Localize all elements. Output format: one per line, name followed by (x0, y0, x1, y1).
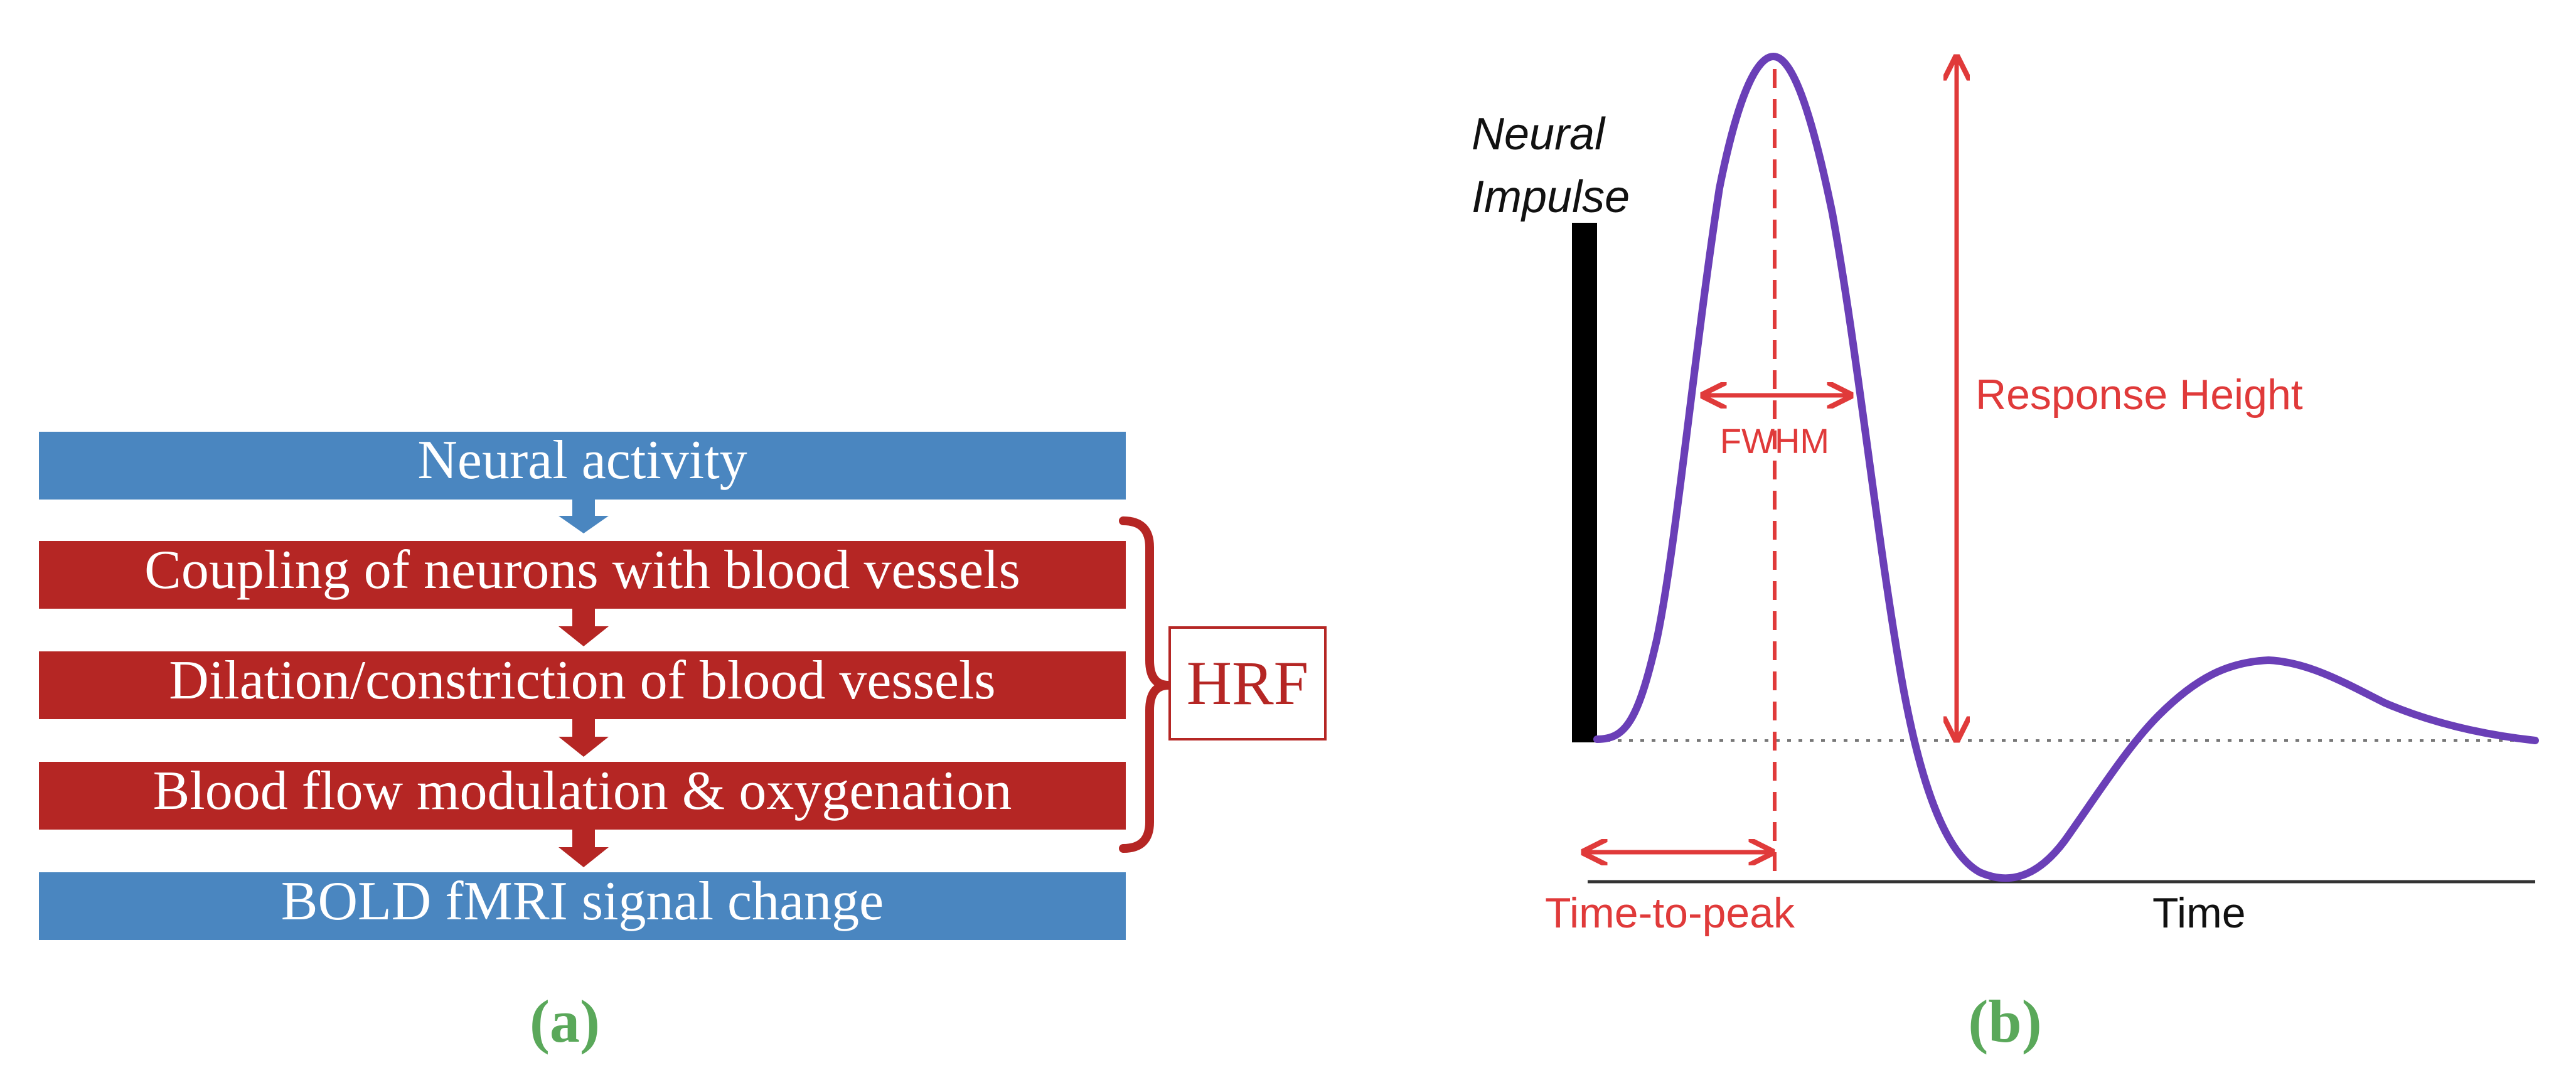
connector-arrow (558, 609, 609, 646)
stage-blood-flow-box (39, 762, 1126, 830)
stage-label: Blood flow modulation & oxygenation (153, 761, 1012, 821)
connector-arrow (558, 830, 609, 867)
neural-impulse-label-line1: Neural (1472, 109, 1606, 159)
hrf-label-box (1168, 626, 1327, 740)
panel-b: FWHM Response Height Time-to-peak Time N… (1472, 53, 2539, 1055)
stage-label: Neural activity (417, 430, 747, 491)
connector-arrow (558, 719, 609, 757)
stage-label: BOLD fMRI signal change (281, 871, 884, 932)
stage-bold-box (39, 872, 1126, 940)
hrf-label: HRF (1187, 648, 1309, 718)
neural-impulse-label-line2: Impulse (1472, 172, 1630, 222)
connector-arrow (558, 500, 609, 533)
stage-neural-activity-box (39, 432, 1126, 500)
neural-impulse-bar (1572, 223, 1597, 742)
hrf-curve (1593, 53, 2539, 882)
time-axis-label: Time (2152, 889, 2246, 937)
response-height-label: Response Height (1975, 371, 2303, 419)
fwhm-label: FWHM (1720, 421, 1829, 461)
stage-label: Coupling of neurons with blood vessels (144, 540, 1020, 601)
panel-a: Neural activity Coupling of neurons with… (39, 430, 1327, 1055)
hrf-bracket (1119, 516, 1169, 853)
stage-dilation-box (39, 651, 1126, 719)
panel-a-caption: (a) (530, 988, 600, 1055)
stage-label: Dilation/constriction of blood vessels (169, 650, 995, 711)
panel-b-caption: (b) (1968, 988, 2041, 1055)
stage-coupling-box (39, 541, 1126, 609)
time-to-peak-label: Time-to-peak (1545, 889, 1795, 937)
